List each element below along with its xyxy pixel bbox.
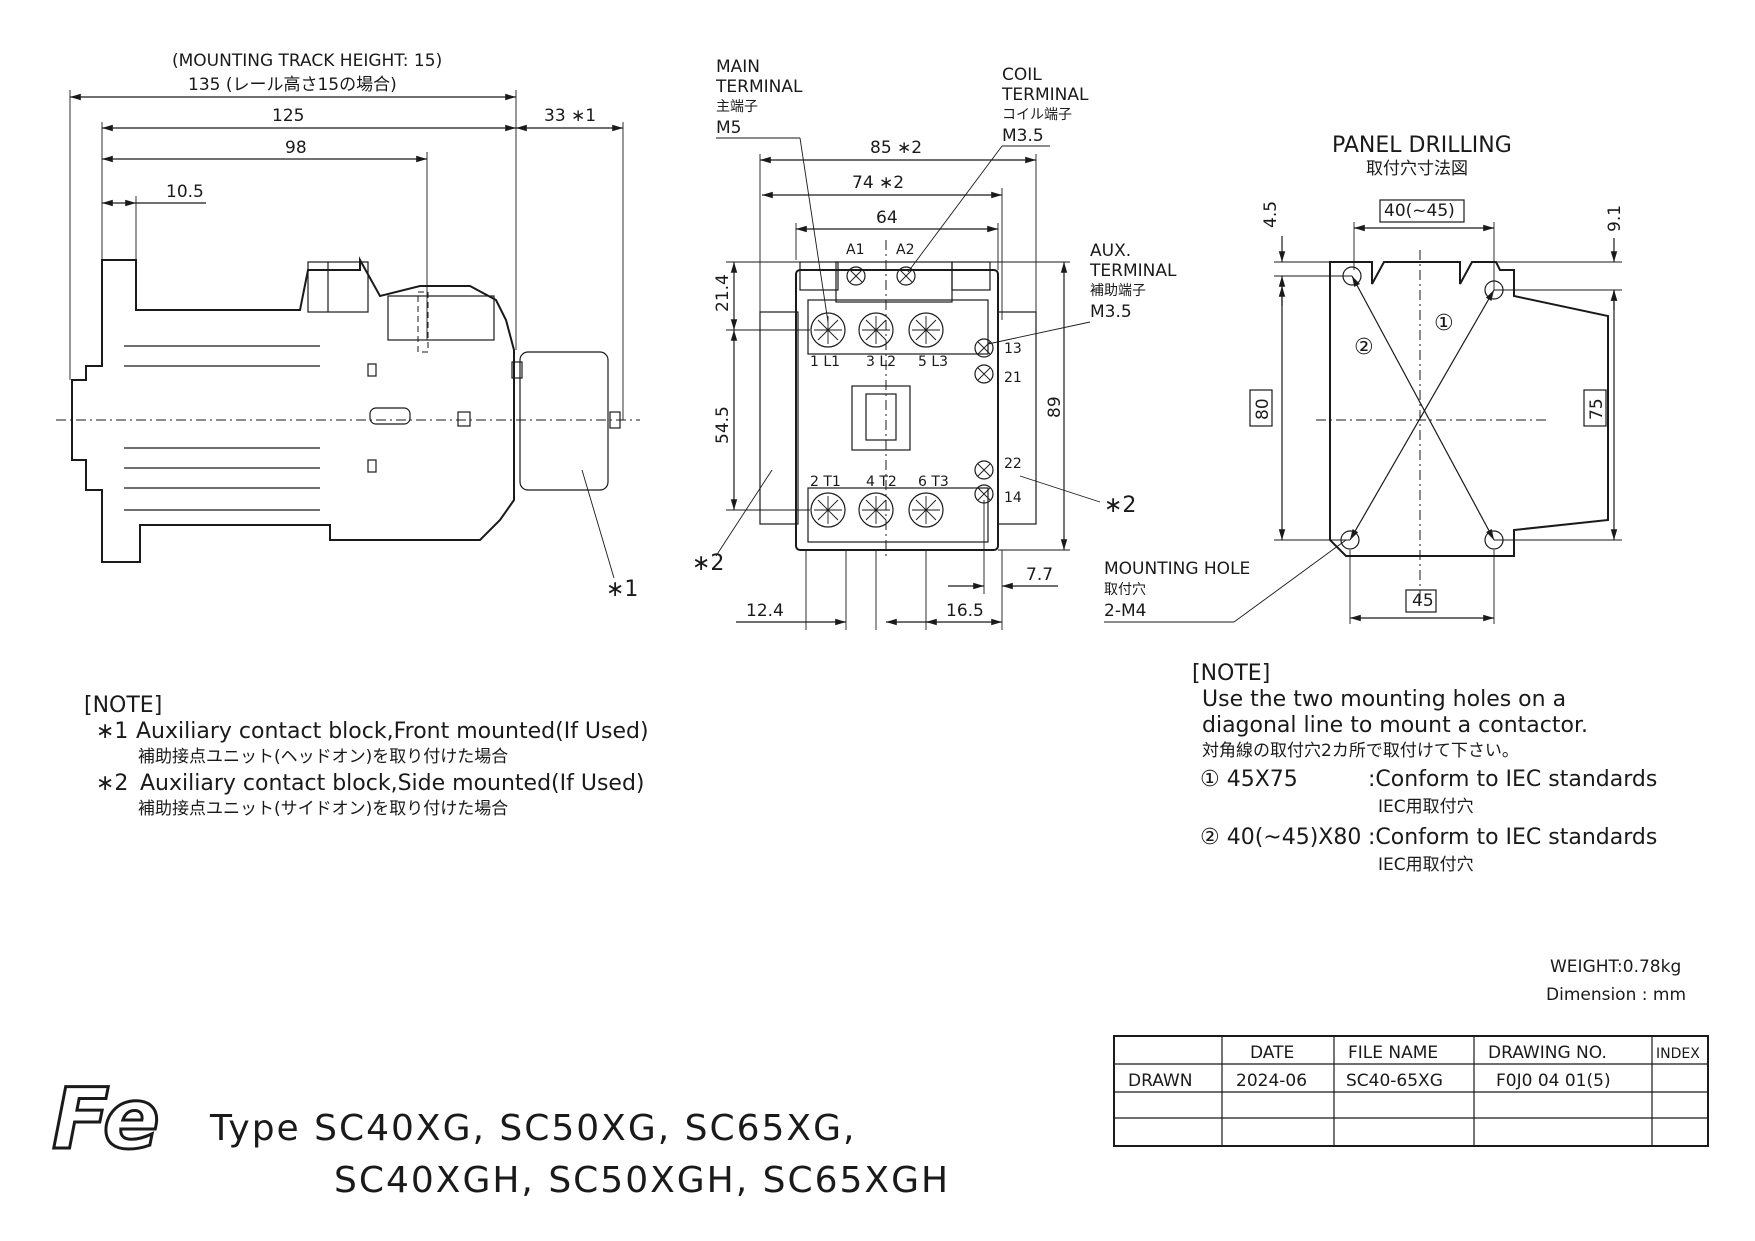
callout-2-left: ∗2	[692, 551, 724, 576]
drilling-circle-2: ②	[1354, 335, 1374, 360]
dim-40-45-label: 40(~45)	[1384, 201, 1455, 221]
aux-terminal-size: M3.5	[1090, 302, 1132, 322]
term-t3: 6 T3	[918, 474, 949, 490]
dim-75-label: 75	[1587, 398, 1607, 420]
coil-terminal-size: M3.5	[1002, 126, 1044, 146]
aux-14: 14	[1004, 490, 1022, 506]
mounting-hole-size: 2-M4	[1104, 601, 1146, 621]
note-2-en: Auxiliary contact block,Side mounted(If …	[140, 771, 645, 796]
notes-right-item2-text: :Conform to IEC standards	[1368, 825, 1657, 850]
fe-logo-text: Fe	[52, 1070, 160, 1168]
dim-135-label: 135 (レール高さ15の場合)	[188, 75, 397, 95]
notes-right-line1: Use the two mounting holes on a	[1202, 687, 1566, 712]
term-l1: 1 L1	[810, 354, 840, 370]
coil-terminal-label-jp: コイル端子	[1002, 107, 1072, 123]
notes-right-item2-label: ② 40(~45)X80	[1200, 825, 1361, 850]
title-block: DATE FILE NAME DRAWING NO. INDEX DRAWN 2…	[1113, 1035, 1709, 1147]
dim-21-4-label: 21.4	[713, 274, 733, 312]
tb-drawing-no: F0J0 04 01(5)	[1496, 1071, 1611, 1091]
type-line-1: Type SC40XG, SC50XG, SC65XG,	[209, 1108, 856, 1149]
side-view: (MOUNTING TRACK HEIGHT: 15) 135 (レール高さ15…	[56, 51, 640, 602]
dim-10-5-label: 10.5	[166, 182, 204, 202]
panel-drilling-title: PANEL DRILLING	[1332, 133, 1512, 158]
notes-right-item1-jp: IEC用取付穴	[1378, 797, 1474, 817]
type-line-2: SC40XGH, SC50XGH, SC65XGH	[334, 1160, 950, 1201]
dim-9-1-label: 9.1	[1605, 205, 1625, 232]
coil-a2-label: A2	[896, 242, 914, 258]
main-terminal-label-en1: MAIN	[716, 57, 760, 77]
notes-left-heading: [NOTE]	[84, 693, 162, 718]
aux-21: 21	[1004, 370, 1022, 386]
main-terminal-label-jp: 主端子	[716, 99, 758, 115]
coil-terminal-label-en2: TERMINAL	[1001, 85, 1089, 105]
dim-98-label: 98	[285, 138, 307, 158]
dim-16-5-label: 16.5	[946, 601, 984, 621]
term-t2: 4 T2	[866, 474, 897, 490]
note-2-jp: 補助接点ユニット(サイドオン)を取り付けた場合	[138, 799, 508, 819]
callout-2-right: ∗2	[1104, 493, 1136, 518]
main-terminal-label-en2: TERMINAL	[715, 77, 803, 97]
notes-left: [NOTE] ∗1 Auxiliary contact block,Front …	[84, 693, 649, 819]
aux-terminal-label-jp: 補助端子	[1090, 283, 1146, 299]
note-1-mark: ∗1	[96, 719, 128, 744]
dim-64-label: 64	[876, 208, 898, 228]
term-l3: 5 L3	[918, 354, 948, 370]
callout-1: ∗1	[606, 577, 638, 602]
weight-label: WEIGHT:0.78kg	[1550, 957, 1681, 977]
dim-125-label: 125	[272, 106, 304, 126]
dim-74-label: 74 ∗2	[852, 173, 904, 193]
tb-header-drawing-no: DRAWING NO.	[1488, 1043, 1607, 1063]
coil-a1-label: A1	[846, 242, 864, 258]
coil-terminal-a2	[896, 266, 916, 286]
drilling-circle-1: ①	[1434, 311, 1454, 336]
dim-54-5-label: 54.5	[713, 406, 733, 444]
dim-80-label: 80	[1253, 398, 1273, 420]
dimension-unit-label: Dimension : mm	[1546, 985, 1686, 1005]
tb-drawn: DRAWN	[1128, 1071, 1192, 1091]
front-view: MAIN TERMINAL 主端子 M5 COIL TERMINAL コイル端子…	[692, 57, 1177, 630]
dim-45-label: 45	[1412, 591, 1434, 611]
mounting-hole-jp: 取付穴	[1104, 582, 1146, 598]
term-t1: 2 T1	[810, 474, 841, 490]
notes-right-item1-label: ① 45X75	[1200, 767, 1298, 792]
tb-header-file-name: FILE NAME	[1348, 1043, 1438, 1063]
panel-drilling: PANEL DRILLING 取付穴寸法図 40(~45) 4.5 9.1 80…	[1249, 133, 1625, 624]
brand-logo: Fe	[51, 1069, 162, 1170]
tb-file-name: SC40-65XG	[1346, 1071, 1443, 1091]
note-2-mark: ∗2	[96, 771, 128, 796]
note-1-jp: 補助接点ユニット(ヘッドオン)を取り付けた場合	[138, 747, 508, 767]
dim-12-4-label: 12.4	[746, 601, 784, 621]
dim-85-label: 85 ∗2	[870, 138, 922, 158]
notes-right-item2-jp: IEC用取付穴	[1378, 855, 1474, 875]
tb-date: 2024-06	[1236, 1071, 1307, 1091]
dim-4-5-label: 4.5	[1261, 201, 1281, 228]
track-height-note: (MOUNTING TRACK HEIGHT: 15)	[172, 51, 442, 71]
aux-22: 22	[1004, 456, 1022, 472]
dim-7-7-label: 7.7	[1026, 565, 1053, 585]
tb-header-index: INDEX	[1656, 1046, 1700, 1062]
tb-header-date: DATE	[1250, 1043, 1294, 1063]
notes-right: [NOTE] Use the two mounting holes on a d…	[1192, 661, 1657, 875]
main-terminal-size: M5	[716, 118, 741, 138]
dim-33-label: 33 ∗1	[544, 106, 596, 126]
note-1-en: Auxiliary contact block,Front mounted(If…	[136, 719, 649, 744]
main-terminals-bottom	[810, 492, 944, 528]
notes-right-line3-jp: 対角線の取付穴2カ所で取付けて下さい。	[1202, 741, 1519, 761]
coil-terminal-label-en1: COIL	[1002, 65, 1042, 85]
term-l2: 3 L2	[866, 354, 896, 370]
aux-terminal-label-en1: AUX.	[1090, 241, 1131, 261]
aux-terminals	[974, 338, 994, 504]
panel-drilling-title-jp: 取付穴寸法図	[1366, 159, 1468, 179]
main-terminals-top	[810, 312, 944, 348]
mounting-hole-callout: MOUNTING HOLE 取付穴 2-M4	[1104, 539, 1347, 623]
notes-right-heading: [NOTE]	[1192, 661, 1270, 686]
aux-terminal-label-en2: TERMINAL	[1089, 261, 1177, 281]
dim-89-label: 89	[1045, 396, 1065, 418]
notes-right-line2: diagonal line to mount a contactor.	[1202, 713, 1588, 738]
mounting-hole-en: MOUNTING HOLE	[1104, 559, 1250, 579]
coil-terminal-a1	[846, 266, 866, 286]
notes-right-item1-text: :Conform to IEC standards	[1368, 767, 1657, 792]
aux-13: 13	[1004, 341, 1022, 357]
